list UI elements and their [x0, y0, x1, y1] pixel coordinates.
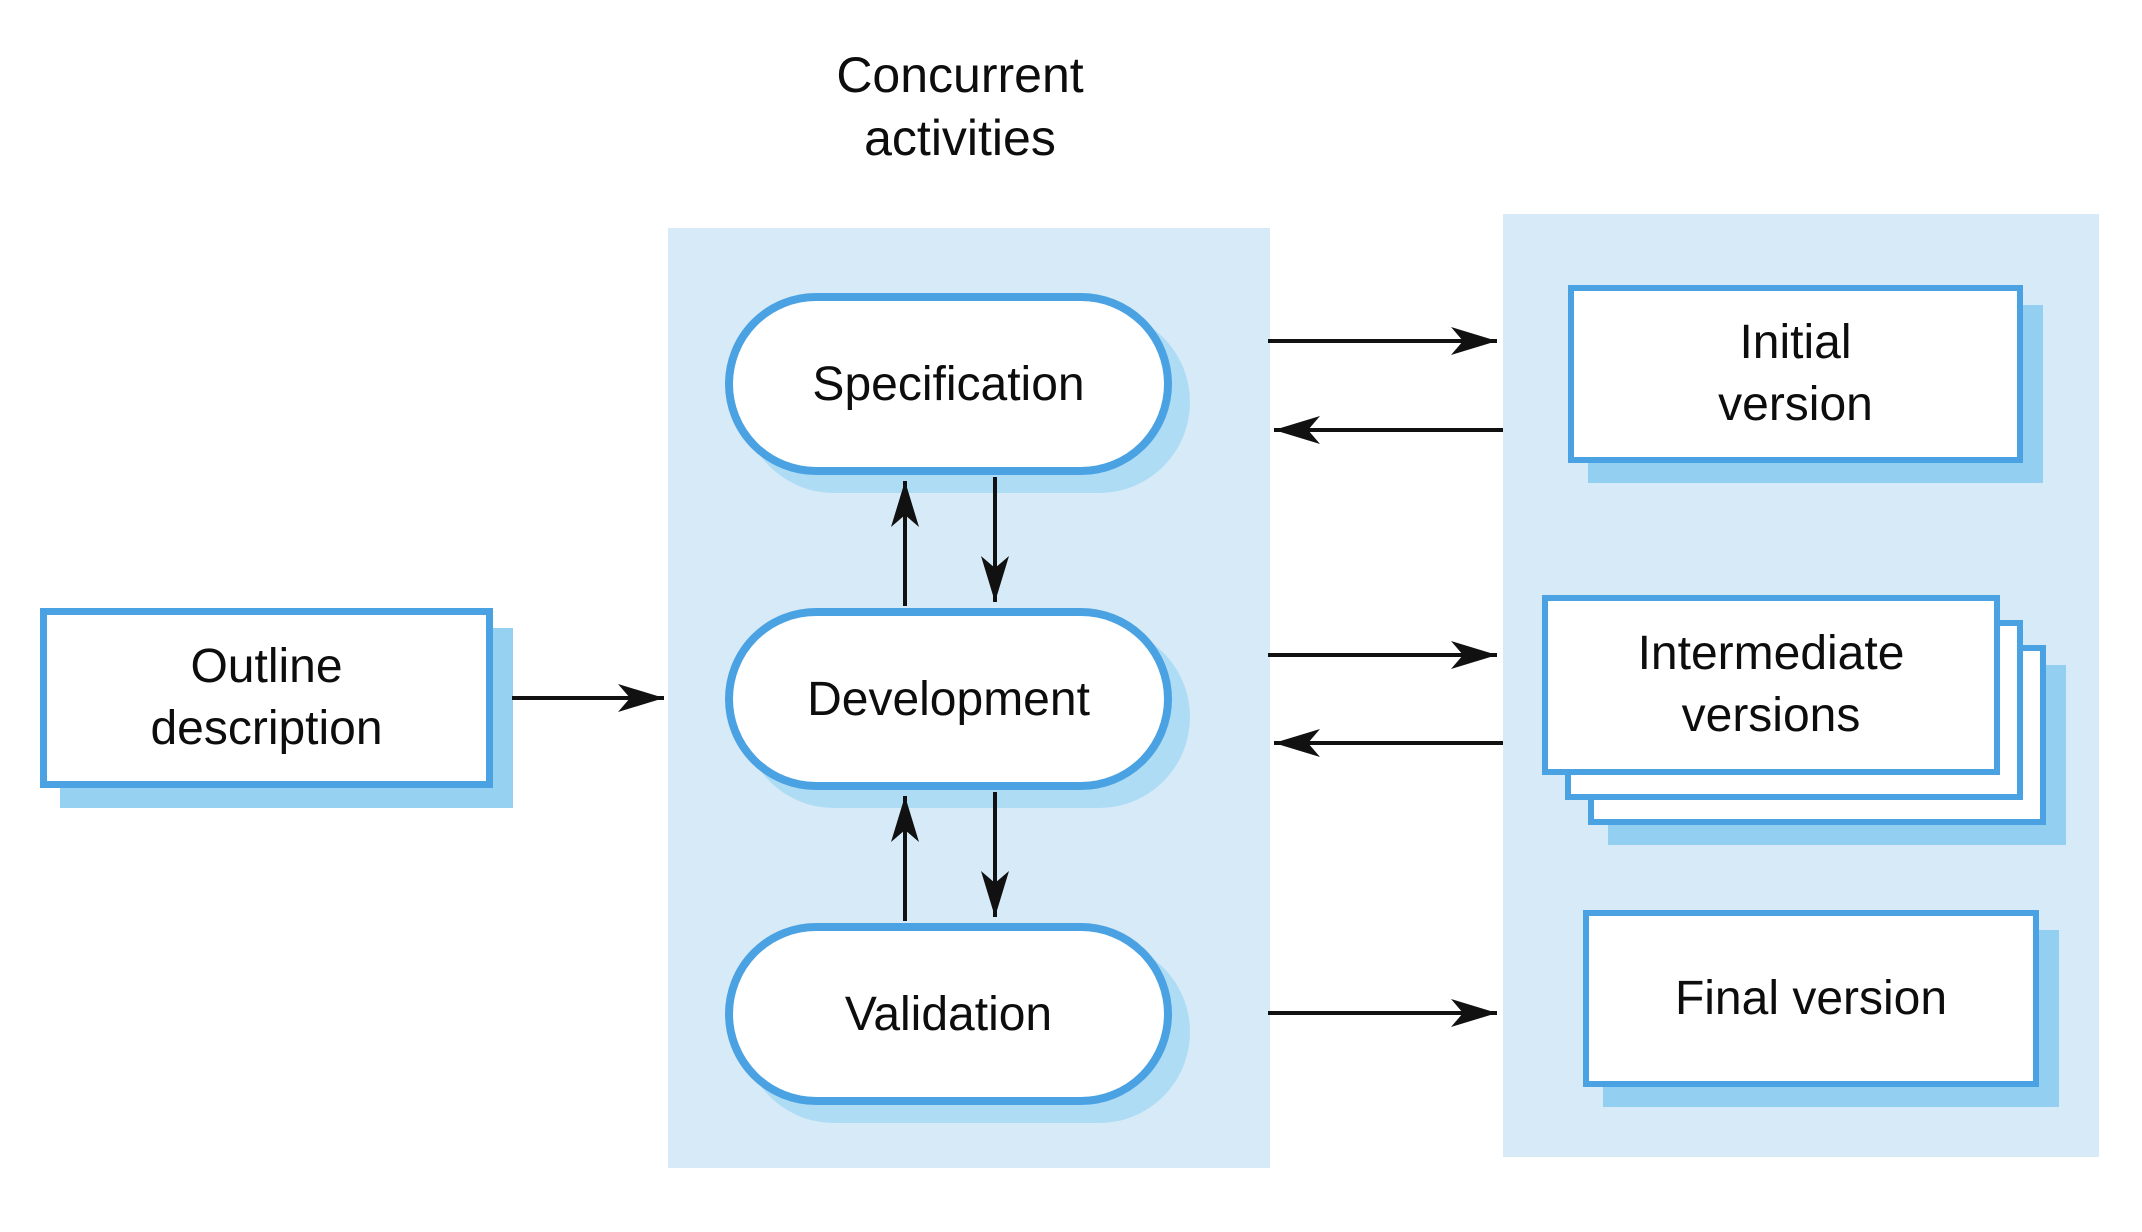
- diagram-title: Concurrent activities: [836, 47, 1084, 166]
- outline-description-box: Outline description: [40, 608, 493, 788]
- intermediate-versions-box-front: Intermediate versions: [1542, 595, 2000, 775]
- final-version-label: Final version: [1674, 971, 1948, 1025]
- validation-label: Validation: [844, 987, 1053, 1041]
- activity-development: Development: [725, 608, 1172, 790]
- final-version-box: Final version: [1583, 910, 2039, 1087]
- initial-version-label: Initial version: [1718, 316, 1873, 431]
- intermediate-versions-label: Intermediate versions: [1637, 627, 1905, 742]
- specification-label: Specification: [812, 357, 1085, 411]
- outline-description-label: Outline description: [150, 640, 383, 755]
- development-label: Development: [807, 672, 1090, 726]
- activity-validation: Validation: [725, 923, 1172, 1105]
- activity-specification: Specification: [725, 293, 1172, 475]
- initial-version-box: Initial version: [1568, 285, 2023, 463]
